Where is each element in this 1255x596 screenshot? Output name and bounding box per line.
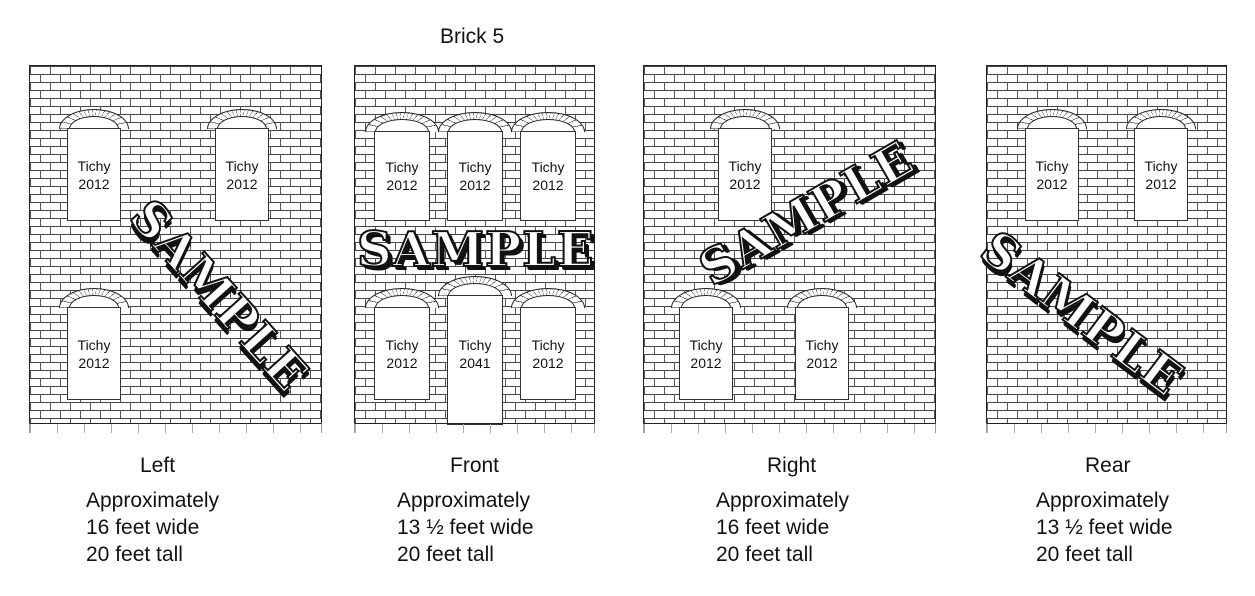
door-arch <box>438 276 512 296</box>
window-arch <box>365 288 439 308</box>
window-part-number: 2012 <box>806 354 838 371</box>
window-part-number: 2012 <box>729 175 761 192</box>
side-label: Left <box>140 454 176 477</box>
foundation-strip <box>986 423 1227 433</box>
door-label: Tichy <box>458 337 492 353</box>
window-front-1: Tichy 2012 <box>374 131 430 221</box>
window-part-number: 2012 <box>532 354 564 371</box>
window-arch <box>671 288 741 308</box>
window-part-number: 2012 <box>78 175 110 192</box>
window-part-number: 2012 <box>78 354 110 371</box>
side-label: Rear <box>1085 454 1131 477</box>
window-part-number: 2012 <box>1036 175 1068 192</box>
width-label: 13 ½ feet wide <box>397 516 534 539</box>
window-part-number: 2012 <box>532 177 564 193</box>
window-label: Tichy <box>805 336 839 353</box>
window-label: Tichy <box>458 159 492 175</box>
window-part-number: 2012 <box>459 177 491 193</box>
height-label: 20 feet tall <box>1036 543 1133 566</box>
foundation-strip <box>643 423 936 433</box>
width-label: 16 feet wide <box>716 516 830 539</box>
window-part-number: 2012 <box>386 177 418 193</box>
side-label: Front <box>450 454 500 477</box>
sample-watermark-front: SAMPLE <box>356 222 595 278</box>
window-label: Tichy <box>77 157 111 174</box>
window-front-4: Tichy 2012 <box>374 307 430 400</box>
caption-rear: Rear Approximately 13 ½ feet wide 20 fee… <box>1036 452 1173 568</box>
window-arch <box>511 288 585 308</box>
window-right-1: Tichy 2012 <box>718 128 772 221</box>
window-part-number: 2012 <box>386 354 418 371</box>
window-arch <box>207 109 277 129</box>
window-front-3: Tichy 2012 <box>520 131 576 221</box>
door-front: Tichy 2041 <box>447 295 503 425</box>
side-label: Right <box>767 454 817 477</box>
height-label: 20 feet tall <box>397 543 494 566</box>
window-label: Tichy <box>1035 157 1069 174</box>
window-rear-2: Tichy 2012 <box>1134 128 1188 221</box>
approx-label: Approximately <box>716 489 850 512</box>
window-part-number: 2012 <box>690 354 722 371</box>
window-part-number: 2012 <box>1145 175 1177 192</box>
approx-label: Approximately <box>86 489 220 512</box>
window-label: Tichy <box>225 157 259 174</box>
approx-label: Approximately <box>1036 489 1170 512</box>
window-label: Tichy <box>728 157 762 174</box>
approx-label: Approximately <box>397 489 531 512</box>
window-arch <box>1017 109 1087 129</box>
window-part-number: 2012 <box>226 175 258 192</box>
window-label: Tichy <box>385 159 419 175</box>
height-label: 20 feet tall <box>716 543 813 566</box>
window-front-2: Tichy 2012 <box>447 131 503 221</box>
caption-front: Front Approximately 13 ½ feet wide 20 fe… <box>397 452 534 568</box>
window-arch <box>365 112 439 132</box>
window-arch <box>59 288 129 308</box>
foundation-strip <box>29 423 322 433</box>
window-arch <box>787 288 857 308</box>
width-label: 13 ½ feet wide <box>1036 516 1173 539</box>
page-title: Brick 5 <box>440 25 505 48</box>
window-arch <box>511 112 585 132</box>
window-rear-1: Tichy 2012 <box>1025 128 1079 221</box>
window-arch <box>710 109 780 129</box>
foundation-strip <box>354 423 595 433</box>
window-right-3: Tichy 2012 <box>795 307 849 400</box>
window-left-1: Tichy 2012 <box>67 128 121 221</box>
window-arch <box>59 109 129 129</box>
caption-right: Right Approximately 16 feet wide 20 feet… <box>716 452 849 568</box>
window-label: Tichy <box>531 159 565 175</box>
window-label: Tichy <box>385 336 419 353</box>
window-front-5: Tichy 2012 <box>520 307 576 400</box>
window-label: Tichy <box>689 336 723 353</box>
window-arch <box>438 112 512 132</box>
window-left-3: Tichy 2012 <box>67 307 121 400</box>
height-label: 20 feet tall <box>86 543 183 566</box>
window-label: Tichy <box>77 336 111 353</box>
door-part-number: 2041 <box>459 355 491 371</box>
window-label: Tichy <box>1144 157 1178 174</box>
window-right-2: Tichy 2012 <box>679 307 733 400</box>
window-label: Tichy <box>531 336 565 353</box>
window-arch <box>1126 109 1196 129</box>
caption-left: Left Approximately 16 feet wide 20 feet … <box>86 452 234 568</box>
window-left-2: Tichy 2012 <box>215 128 269 221</box>
width-label: 16 feet wide <box>86 516 200 539</box>
